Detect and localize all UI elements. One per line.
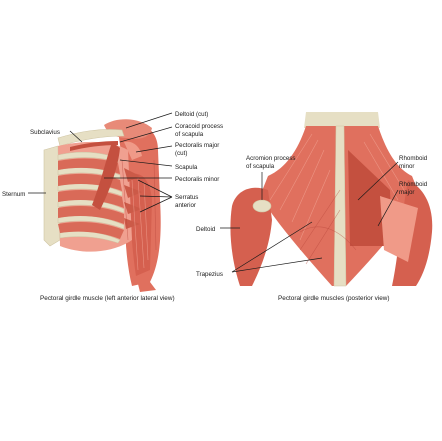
scapula-right <box>380 196 418 262</box>
label-deltoid: Deltoid <box>196 226 216 233</box>
posterior-leader-lines <box>220 161 399 273</box>
label-rhomboid-minor-line2: minor <box>399 163 414 170</box>
label-serratus-line1: Serratus <box>175 194 198 201</box>
label-subclavius: Subclavius <box>30 129 60 136</box>
label-pec-minor: Pectoralis minor <box>175 176 219 183</box>
label-deltoid-cut: Deltoid (cut) <box>175 111 208 118</box>
anterior-leader-lines <box>28 112 173 213</box>
anterior-view-illustration <box>43 119 161 292</box>
pectoralis-minor <box>92 142 120 210</box>
trapezius-fibers <box>269 133 405 265</box>
label-sternum: Sternum <box>2 191 25 198</box>
clavicle-bone <box>57 129 125 147</box>
label-coracoid-line1: Coracoid process <box>175 123 223 130</box>
posterior-labels: Acromion process of scapula Rhomboid min… <box>196 155 428 278</box>
anterior-labels: Subclavius Sternum Deltoid (cut) Coracoi… <box>2 111 223 209</box>
neck-skin <box>304 112 380 128</box>
caption-anterior-view: Pectoral girdle muscle (left anterior la… <box>40 295 175 302</box>
biceps-region <box>128 173 152 276</box>
subclavius-muscle <box>70 141 118 151</box>
posterior-view-illustration <box>230 112 433 287</box>
label-coracoid-line2: of scapula <box>175 131 204 138</box>
label-acromion-line2: of scapula <box>246 163 275 170</box>
label-serratus-line2: anterior <box>175 202 196 209</box>
sternum-bone <box>43 145 61 247</box>
label-scapula: Scapula <box>175 164 198 171</box>
acromion-process <box>252 199 272 213</box>
forearm <box>136 276 156 292</box>
label-rhomboid-major-line2: major <box>399 189 414 196</box>
vertebral-column <box>333 125 347 287</box>
label-trapezius: Trapezius <box>196 271 223 278</box>
label-pec-major-line1: Pectoralis major <box>175 142 219 149</box>
label-rhomboid-major-line1: Rhomboid <box>399 181 428 188</box>
label-pec-major-line2: (cut) <box>175 150 187 157</box>
rhomboid-muscles <box>348 150 392 246</box>
label-rhomboid-minor-line1: Rhomboid <box>399 155 428 162</box>
caption-posterior-view: Pectoral girdle muscles (posterior view) <box>278 295 390 302</box>
pectoralis-major-cut <box>124 141 142 160</box>
label-acromion-line1: Acromion process <box>246 155 296 162</box>
